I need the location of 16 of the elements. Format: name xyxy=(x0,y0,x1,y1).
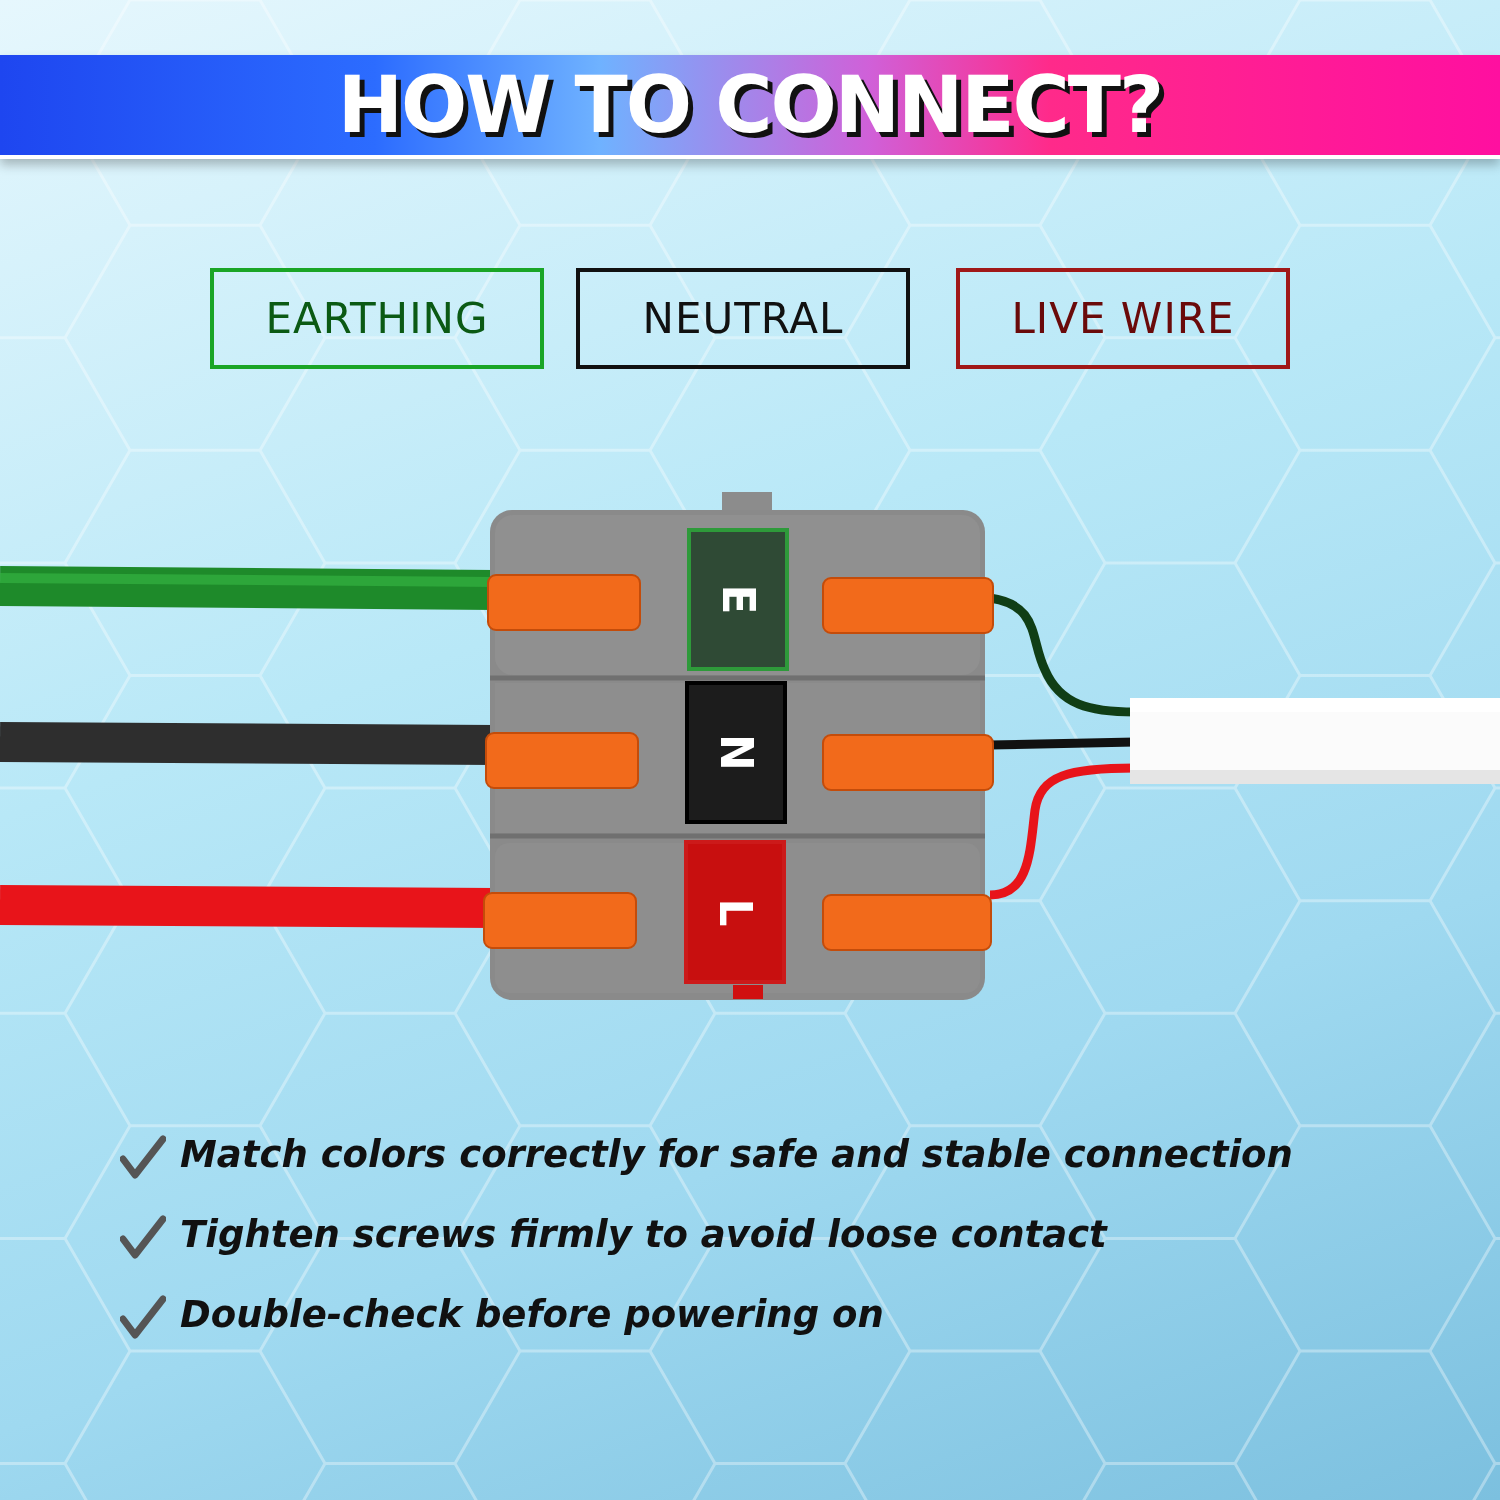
category-label xyxy=(576,268,910,369)
title: HOW TO CONNECT? xyxy=(337,60,1163,150)
label-text: LIVE WIRE xyxy=(1011,294,1235,343)
terminal-letter: N xyxy=(710,734,762,771)
terminal-letter: E xyxy=(712,584,764,615)
terminal-marker xyxy=(687,528,789,671)
label-text: NEUTRAL xyxy=(642,294,844,343)
terminal-letter: L xyxy=(709,898,761,926)
instruction-text: Double-check before powering on xyxy=(180,1293,884,1336)
category-label xyxy=(210,268,544,369)
category-label xyxy=(956,268,1290,369)
terminal-marker xyxy=(684,840,786,984)
instruction-text: Tighten screws firmly to avoid loose contact xyxy=(180,1213,1107,1256)
instruction-text: Match colors correctly for safe and stable connection xyxy=(180,1133,1293,1176)
terminal-marker xyxy=(685,681,787,824)
label-text: EARTHING xyxy=(265,294,489,343)
